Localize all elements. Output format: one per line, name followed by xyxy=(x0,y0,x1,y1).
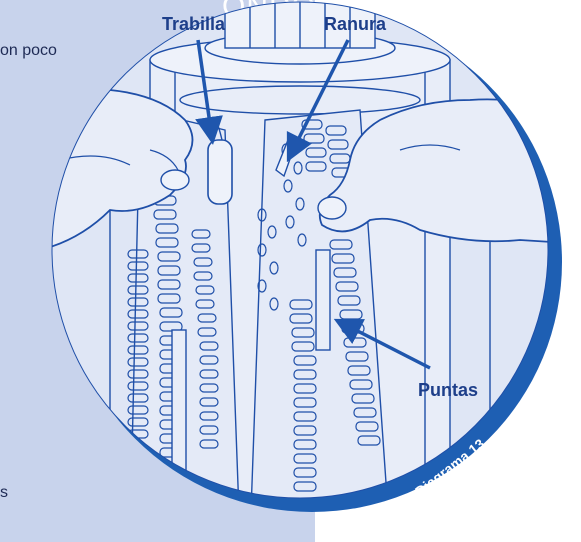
label-tips: Puntas xyxy=(418,380,478,400)
zipper-pull-tab xyxy=(208,140,232,204)
label-tab: Trabilla xyxy=(162,14,226,34)
label-slot: Ranura xyxy=(324,14,387,34)
